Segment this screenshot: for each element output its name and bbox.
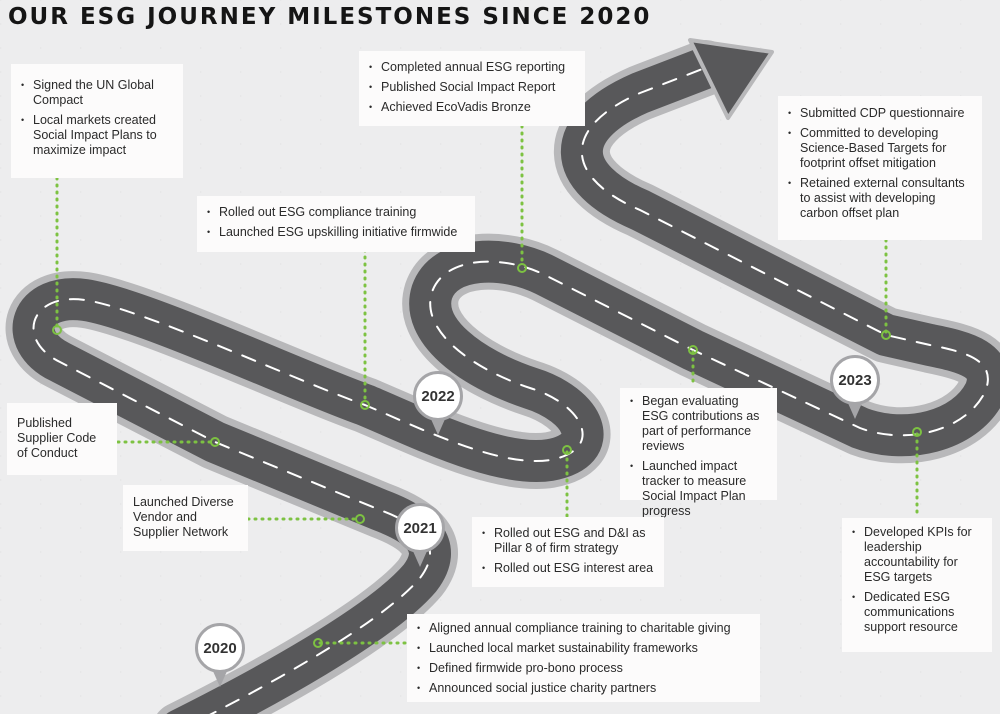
milestone-box-diverse-vendor: Launched Diverse Vendor and Supplier Net… <box>123 485 248 551</box>
road-center-line <box>32 67 989 714</box>
year-pin-2023: 2023 <box>830 355 880 421</box>
arrow-head-icon <box>688 38 774 120</box>
milestone-box-kpis: Developed KPIs for leadership accountabi… <box>842 518 992 652</box>
milestone-box-un: Signed the UN Global CompactLocal market… <box>11 64 183 178</box>
milestone-box-reporting: Completed annual ESG reportingPublished … <box>359 51 585 126</box>
year-pin-2020: 2020 <box>195 623 245 689</box>
milestone-markers <box>52 263 922 648</box>
milestone-box-cdp: Submitted CDP questionnaireCommitted to … <box>778 96 982 240</box>
milestone-box-evaluating: Began evaluating ESG contributions as pa… <box>620 388 777 518</box>
milestone-box-supplier-code: Published Supplier Code of Conduct <box>7 403 117 475</box>
milestone-box-training: Rolled out ESG compliance trainingLaunch… <box>197 196 475 252</box>
year-pin-2021: 2021 <box>395 503 445 569</box>
connectors <box>55 124 919 645</box>
page-title: OUR ESG JOURNEY MILESTONES SINCE 2020 <box>8 4 652 30</box>
milestone-box-pillar: Rolled out ESG and D&I as Pillar 8 of fi… <box>472 517 664 587</box>
year-pin-2022: 2022 <box>413 371 463 437</box>
milestone-box-compliance: Aligned annual compliance training to ch… <box>407 614 760 702</box>
